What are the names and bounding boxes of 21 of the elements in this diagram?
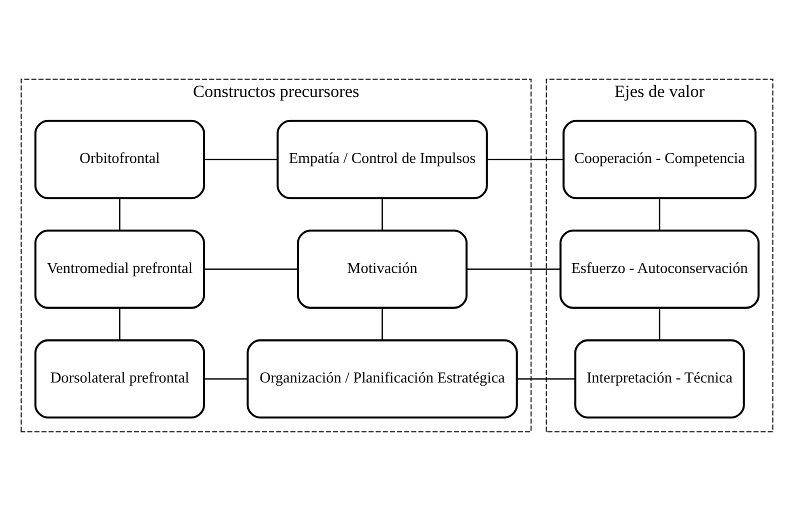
node-box: Organización / Planificación Estratégica <box>246 338 518 418</box>
node-box: Dorsolateral prefrontal <box>34 338 205 418</box>
connector <box>118 307 120 340</box>
connector <box>466 268 560 270</box>
node-box: Orbitofrontal <box>34 119 205 199</box>
node-box: Cooperación - Competencia <box>562 119 756 199</box>
connector <box>204 158 277 160</box>
connector <box>118 198 120 230</box>
node-box: Esfuerzo - Autoconservación <box>559 229 760 308</box>
connector <box>381 307 382 340</box>
node-box: Ventromedial prefrontal <box>34 229 205 308</box>
connector <box>516 378 575 380</box>
connector <box>658 307 660 340</box>
node-box: Empatía / Control de Impulsos <box>276 119 488 199</box>
node-box: Motivación <box>296 229 468 308</box>
connector <box>486 158 563 160</box>
connector <box>204 378 247 380</box>
connector <box>204 268 298 270</box>
node-box: Interpretación - Técnica <box>574 338 744 418</box>
connector <box>381 198 382 230</box>
connector <box>658 198 660 230</box>
